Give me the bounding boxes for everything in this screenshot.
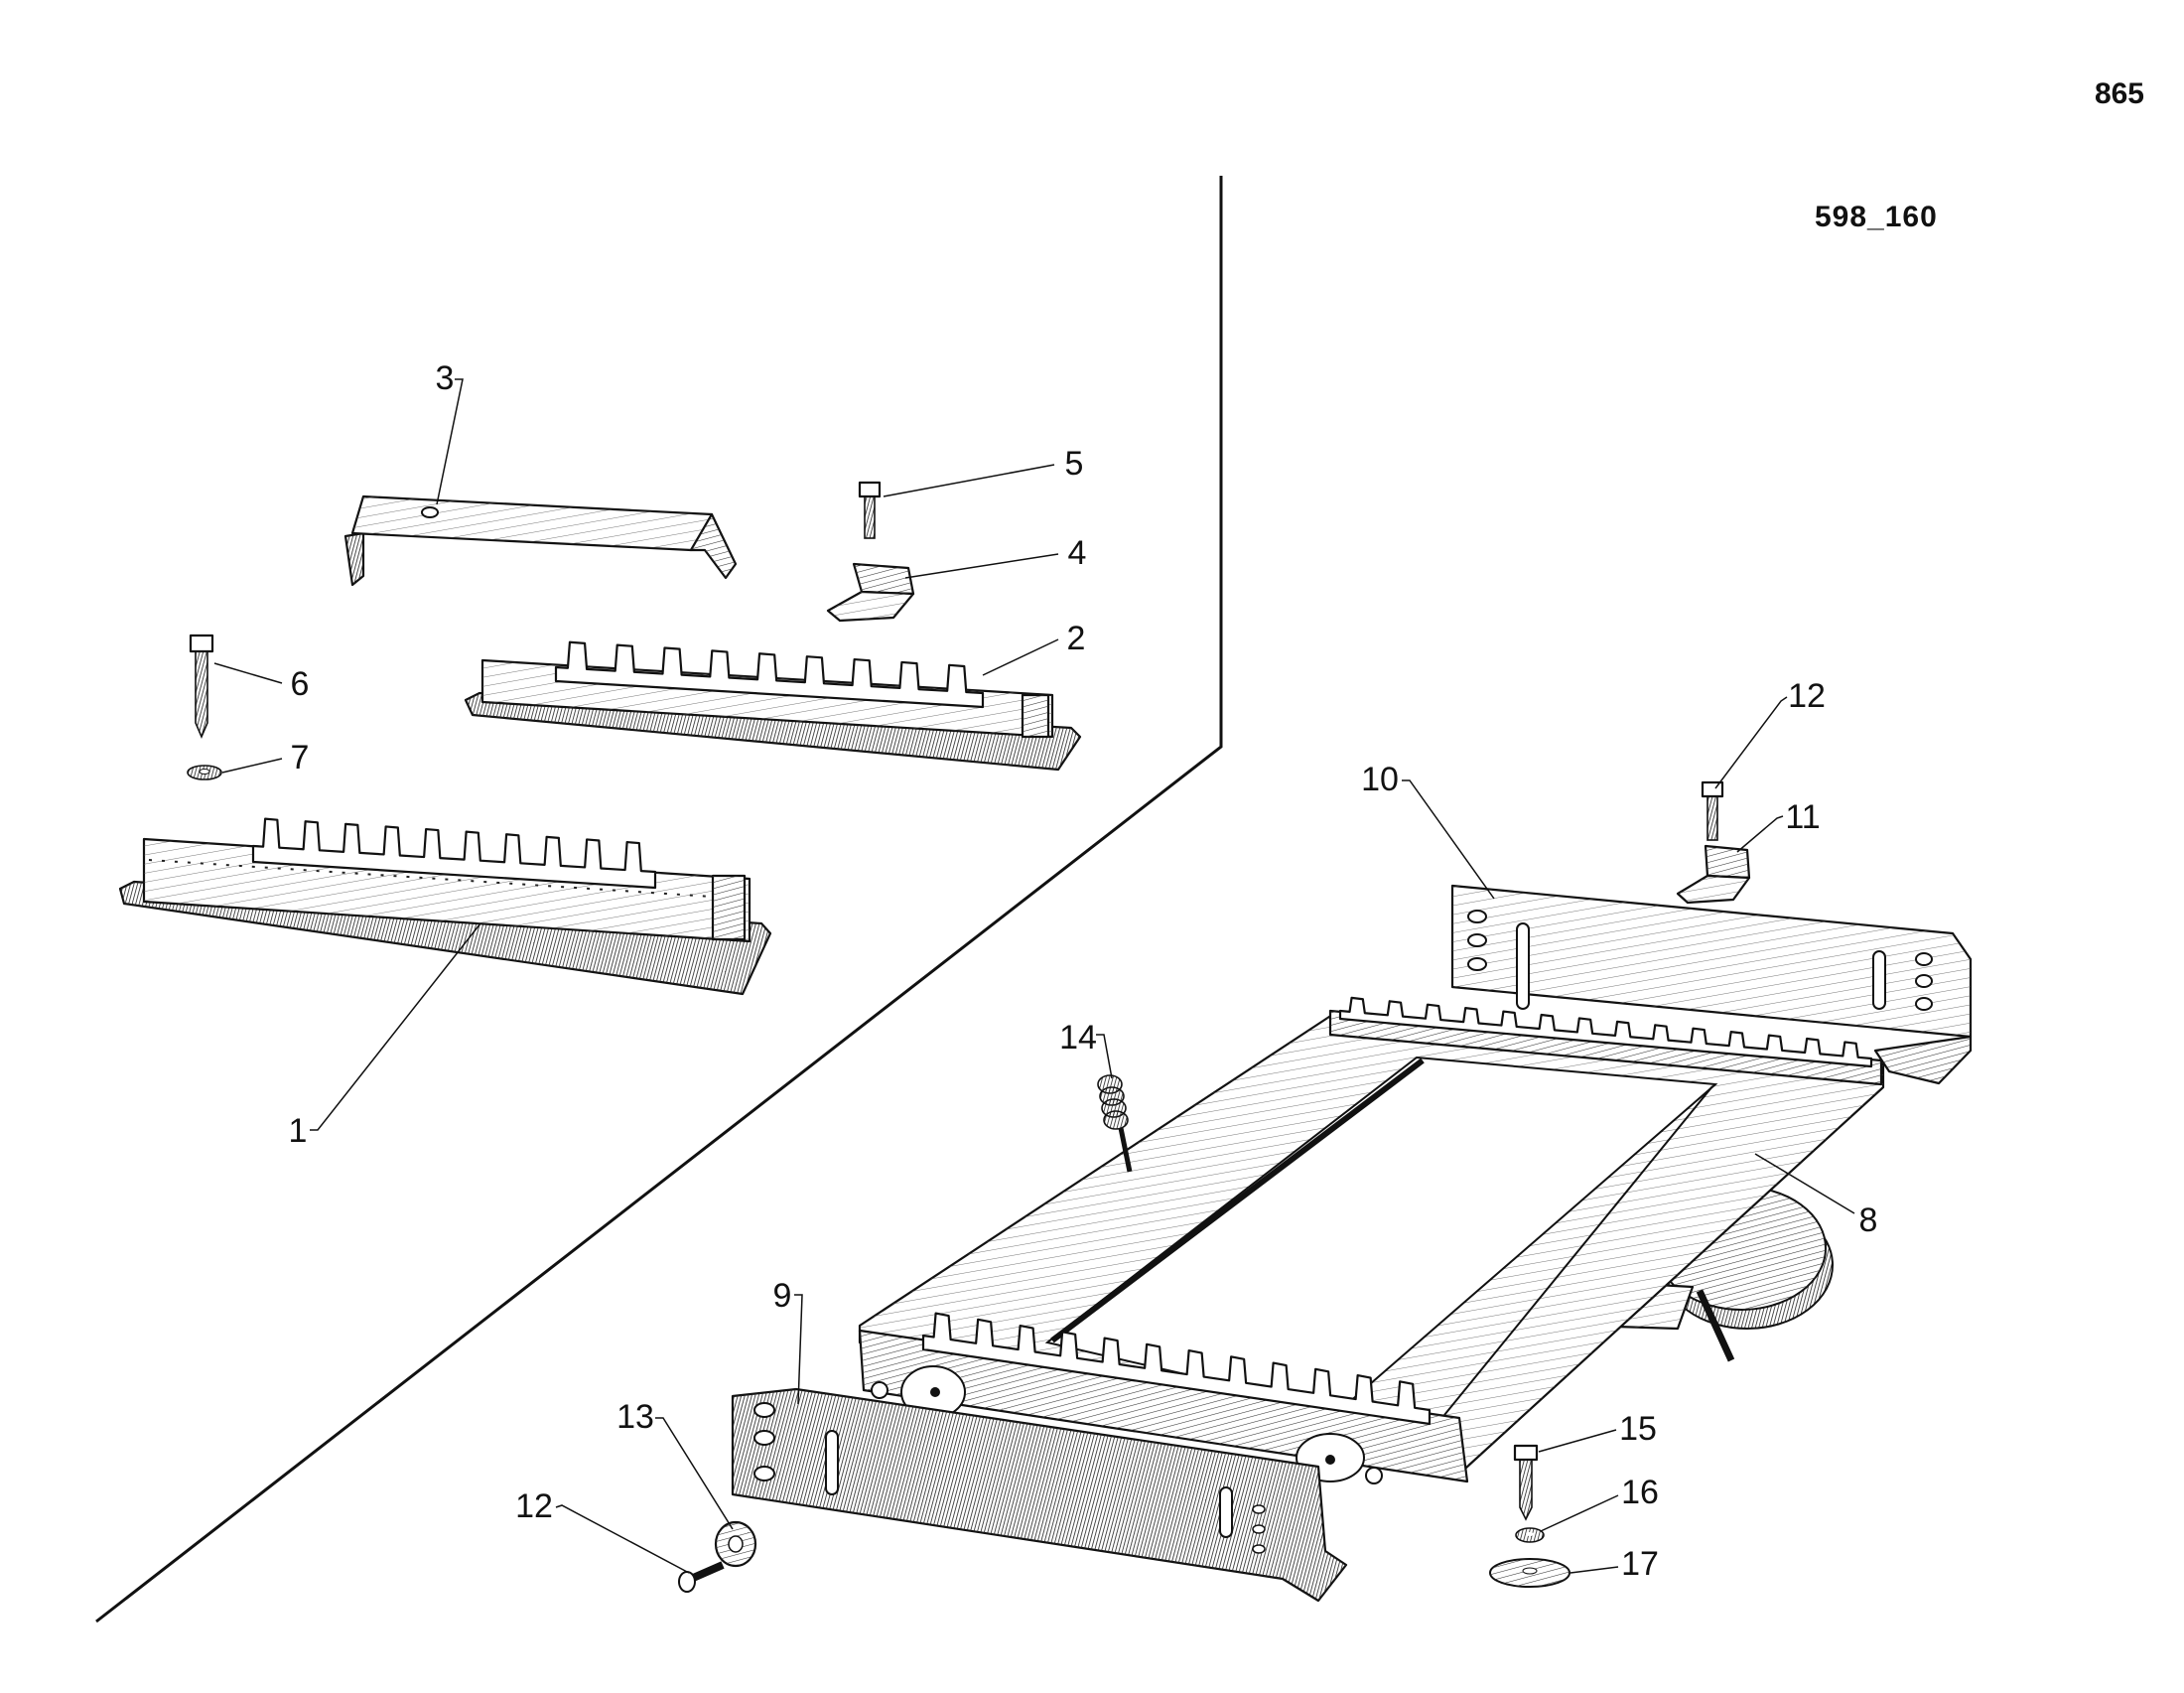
callout-11: 11 (1785, 798, 1820, 836)
part-12-screw-top (1701, 780, 1724, 841)
back-rail-teeth (1338, 996, 1873, 1068)
callout-4: 4 (1068, 534, 1087, 572)
callout-16: 16 (1621, 1474, 1659, 1511)
callout-17: 17 (1621, 1545, 1659, 1583)
part-6-screw (189, 634, 214, 740)
figure-code: 598_160 (1815, 201, 1938, 233)
part-9-mounting-plate (731, 1387, 1348, 1603)
view-divider-line (95, 176, 1223, 1623)
part-14-spring (1097, 1074, 1129, 1130)
callout-2: 2 (1067, 620, 1086, 657)
callout-7: 7 (291, 739, 310, 776)
callout-labels: 3 5 4 2 6 7 1 12 11 10 14 8 9 13 12 15 1… (289, 359, 1878, 1583)
callout-12-bottom: 12 (515, 1487, 553, 1525)
part-3-bracket (343, 494, 738, 587)
part-17-washer (1489, 1558, 1570, 1588)
part-7-washer (187, 765, 222, 780)
part-11-clip (1676, 844, 1751, 905)
part-4-clip (826, 562, 915, 623)
callout-15: 15 (1619, 1410, 1657, 1448)
part-13-washer (714, 1520, 757, 1568)
callout-14: 14 (1059, 1019, 1097, 1057)
part-10-mounting-plate (1450, 884, 1973, 1085)
bracket-hole (421, 506, 439, 518)
callout-10: 10 (1361, 761, 1399, 798)
part-15-screw (1513, 1444, 1539, 1521)
callout-8: 8 (1859, 1201, 1878, 1239)
callout-13: 13 (616, 1398, 654, 1436)
part-2-comb-rail (464, 640, 1082, 772)
comb-teeth (251, 817, 657, 890)
callout-1: 1 (289, 1112, 308, 1150)
callout-12-top: 12 (1788, 677, 1826, 715)
callout-3: 3 (436, 359, 455, 397)
front-rail-teeth (921, 1312, 1432, 1426)
callout-6: 6 (291, 665, 310, 703)
part-1-comb-rail (118, 817, 772, 996)
part-5-screw (858, 481, 882, 539)
part-12-screw-bottom (678, 1561, 725, 1593)
part-16-lock-washer (1515, 1527, 1545, 1543)
part-8-frame-assembly (858, 996, 1885, 1484)
callout-5: 5 (1065, 445, 1084, 483)
comb-teeth (554, 640, 985, 709)
leader-lines (213, 378, 1855, 1574)
page-number: 865 (2094, 77, 2144, 110)
callout-9: 9 (773, 1277, 792, 1315)
